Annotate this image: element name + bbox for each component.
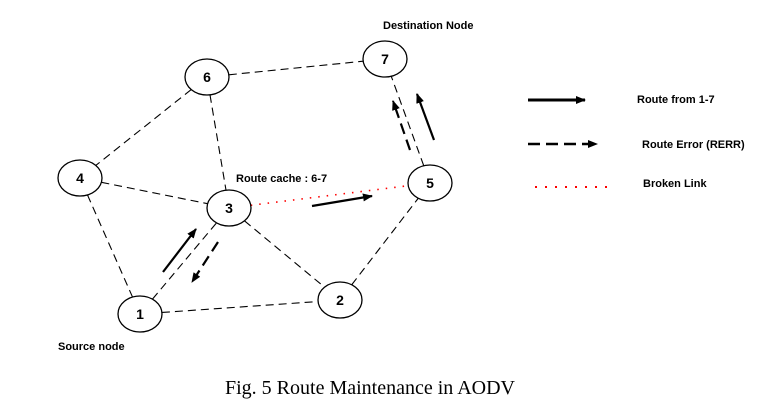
nodes-layer: 1 2 3 4 5 6 7 [57,40,453,333]
link-1-3 [152,222,217,300]
legend-route-label: Route from 1-7 [637,94,715,106]
rerr-arrow-3-1 [191,241,219,283]
node-circle [407,164,453,202]
node-label: 1 [136,306,144,322]
link-6-3 [209,94,227,191]
rerr-arrow-5-7 [391,100,412,151]
node-circle [362,40,408,78]
link-4-1 [86,194,134,298]
destination-node-label: Destination Node [383,20,473,32]
node-label: 7 [381,51,389,67]
legend-item-rerr: Route Error (RERR) [528,139,745,151]
node-circle [317,281,363,319]
node-circle [57,159,103,197]
broken-link-3-5 [250,184,409,207]
route-arrow-5-7 [415,93,436,141]
source-node-label: Source node [58,341,125,353]
link-4-3 [101,181,208,205]
legend: Route from 1-7 Route Error (RERR) Broken… [528,94,745,190]
node-2: 2 [317,281,363,319]
node-label: 4 [76,170,84,186]
node-7: 7 [362,40,408,78]
node-3: 3 [206,189,252,227]
node-4: 4 [57,159,103,197]
node-1: 1 [117,295,163,333]
node-label: 3 [225,200,233,216]
route-arrow-1-3 [162,228,197,273]
legend-broken-label: Broken Link [643,178,707,190]
node-circle [117,295,163,333]
node-6: 6 [184,58,230,96]
node-5: 5 [407,164,453,202]
node-circle [206,189,252,227]
figure-caption: Fig. 5 Route Maintenance in AODV [225,377,516,399]
node-circle [184,58,230,96]
route-cache-label: Route cache : 6-7 [236,173,327,185]
node-label: 2 [336,292,344,308]
link-3-2 [244,220,325,288]
legend-item-route: Route from 1-7 [528,94,715,106]
link-5-7 [390,76,425,166]
link-6-7 [228,60,364,76]
route-arrow-3-5 [311,193,373,208]
link-2-5 [351,197,419,286]
legend-rerr-label: Route Error (RERR) [642,139,745,151]
arrows-layer [162,93,436,283]
node-label: 6 [203,69,211,85]
link-1-2 [161,300,319,314]
node-label: 5 [426,175,434,191]
link-6-4 [95,89,192,166]
links-layer [86,60,425,314]
legend-item-broken: Broken Link [535,178,707,190]
